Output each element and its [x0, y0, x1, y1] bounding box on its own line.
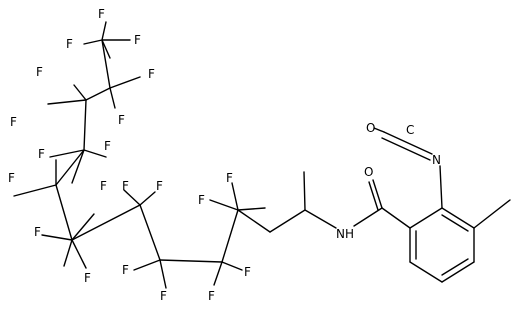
bond	[368, 181, 379, 211]
fluorine-atom-6: F	[36, 65, 43, 79]
bond	[473, 199, 511, 229]
fluorine-atom-21: F	[226, 171, 233, 185]
carbon-atom-isocyanate: C	[406, 123, 414, 137]
bond	[109, 87, 116, 109]
bond	[409, 261, 443, 283]
bond	[303, 171, 306, 211]
bond	[71, 204, 141, 241]
bond	[41, 234, 73, 241]
bond	[83, 149, 107, 158]
bond	[269, 209, 306, 233]
bond	[101, 39, 111, 89]
bond	[159, 259, 223, 263]
fluorine-atom-19: F	[244, 265, 251, 279]
bond	[381, 207, 411, 229]
bond	[101, 21, 107, 41]
atom-labels: F F F F F F F F F F F F F F F F F F F F …	[8, 7, 441, 303]
fluorine-atom-2: F	[134, 33, 141, 47]
bond	[55, 149, 85, 186]
bond	[231, 182, 239, 211]
fluorine-atom-3: F	[66, 37, 73, 51]
bond	[441, 261, 475, 283]
bond	[139, 204, 161, 261]
bond	[47, 99, 87, 105]
fluorine-atom-13: F	[84, 271, 91, 285]
fluorine-atom-18: F	[208, 289, 215, 303]
bond	[139, 191, 156, 206]
bond	[304, 209, 337, 229]
fluorine-atom-7: F	[10, 115, 17, 129]
amide-nh-label: NH	[336, 227, 354, 241]
bond	[85, 87, 111, 101]
bond	[221, 209, 239, 263]
bond	[49, 149, 85, 158]
oxygen-atom-isocyanate: O	[366, 121, 375, 135]
bond	[71, 149, 85, 184]
fluorine-atom-20: F	[198, 193, 205, 207]
bond	[439, 165, 443, 209]
bond	[383, 131, 433, 155]
bond	[441, 258, 469, 276]
bond	[441, 207, 475, 229]
fluorine-atom-14: F	[122, 179, 129, 193]
fluorine-atom-5: F	[118, 113, 125, 127]
fluorine-atom-15: F	[156, 179, 163, 193]
fluorine-atom-12: F	[34, 225, 41, 239]
bond	[13, 184, 57, 197]
bond	[353, 207, 383, 227]
bond	[83, 99, 87, 151]
bond	[71, 213, 95, 241]
bond	[237, 209, 271, 233]
fluorine-atom-10: F	[8, 171, 15, 185]
oxygen-atom-carbonyl: O	[364, 165, 373, 179]
bond	[213, 261, 223, 286]
fluorine-atom-9: F	[38, 147, 45, 161]
bond	[373, 127, 385, 133]
fluorine-atom-11: F	[100, 179, 107, 193]
bond	[441, 214, 469, 232]
bond	[73, 84, 87, 101]
bond	[159, 259, 167, 289]
bond	[372, 179, 383, 209]
bond	[123, 189, 141, 206]
fluorine-atom-17: F	[160, 289, 167, 303]
bond	[237, 207, 266, 211]
bond	[381, 137, 431, 161]
bond	[71, 239, 87, 269]
nitrogen-atom-isocyanate: N	[432, 153, 441, 167]
bond	[109, 76, 141, 89]
fluorine-atom-8: F	[104, 139, 111, 153]
fluorine-atom-4: F	[148, 67, 155, 81]
fluorine-atom-1: F	[98, 7, 105, 21]
bond	[83, 39, 103, 45]
bond-lines	[13, 21, 511, 289]
bond	[63, 239, 73, 267]
bond	[209, 199, 239, 211]
fluorine-atom-16: F	[122, 263, 129, 277]
bond	[409, 207, 443, 229]
bond	[55, 184, 73, 241]
bond	[221, 261, 243, 271]
bond	[133, 259, 161, 271]
bond	[101, 39, 111, 59]
